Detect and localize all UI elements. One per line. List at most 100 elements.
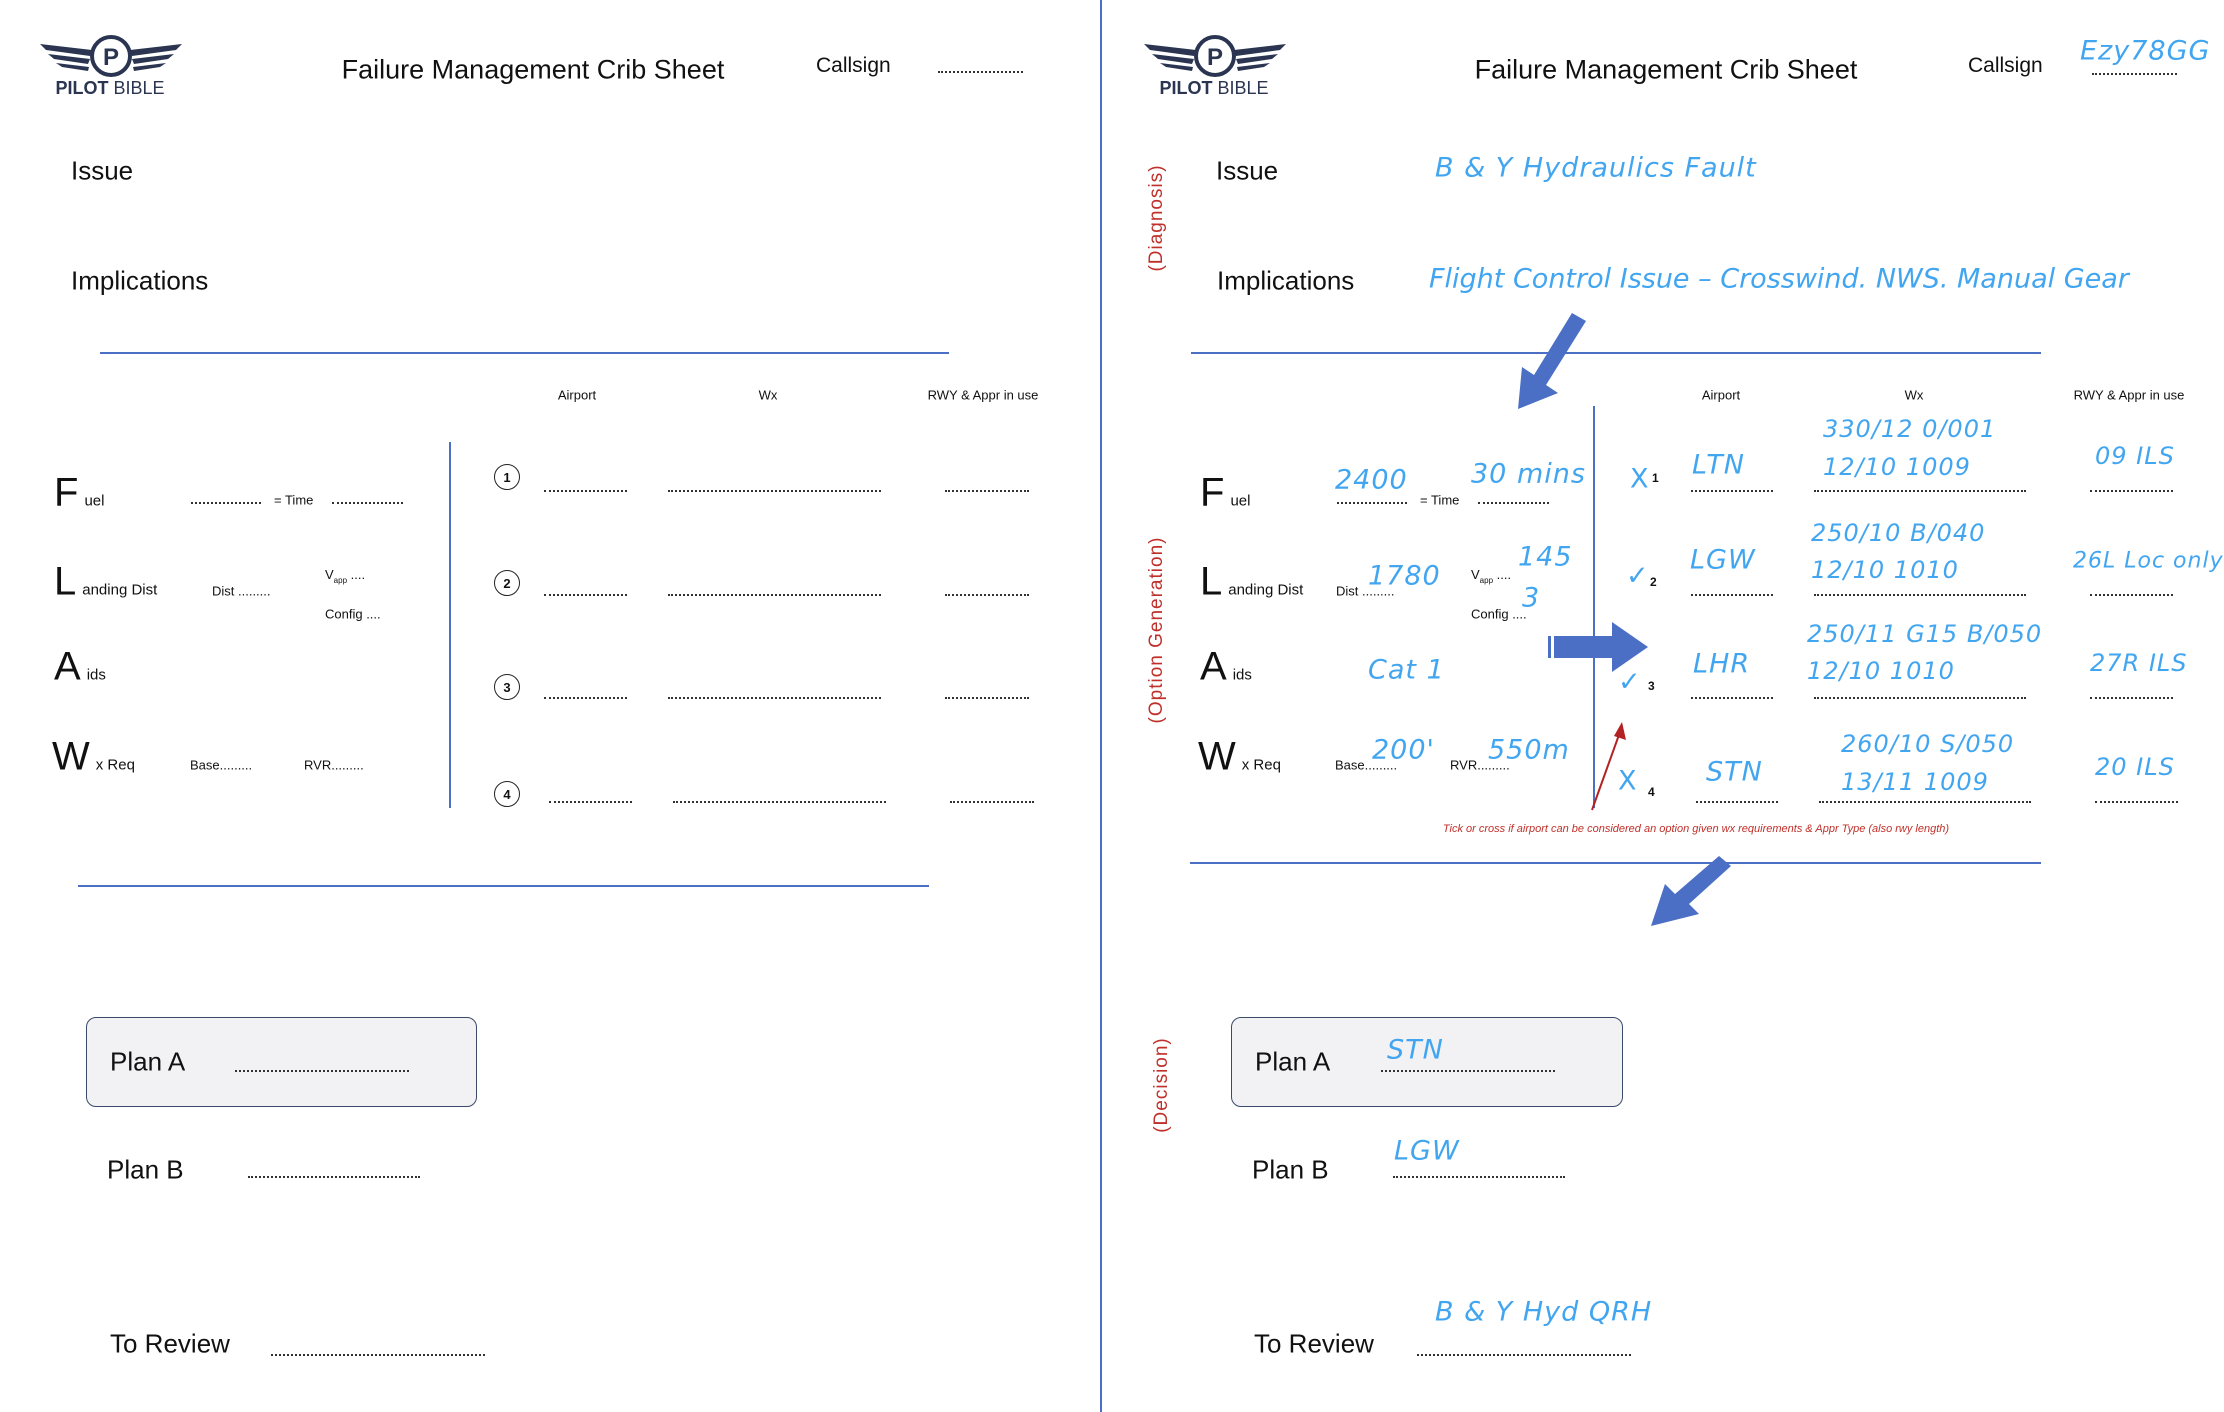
plan-a-field[interactable] [1381, 1070, 1555, 1072]
issue-label: Issue [1216, 155, 1279, 186]
rwy-value: 26L Loc only [2073, 548, 2224, 574]
airport-field[interactable] [544, 490, 627, 492]
rvr-field[interactable]: RVR......... [304, 757, 364, 773]
logo-text: PILOT BIBLE [55, 78, 165, 98]
option-number: 1 [494, 464, 520, 490]
arrow-down-icon [1651, 856, 1731, 926]
column-divider [449, 442, 451, 808]
dist-field[interactable]: Dist ......... [212, 583, 271, 599]
rwy-field[interactable] [2090, 697, 2173, 699]
airport-field[interactable] [1691, 697, 1773, 699]
rwy-field[interactable] [945, 697, 1029, 699]
option-number: 3 [494, 674, 520, 700]
airport-value: STN [1706, 756, 1763, 788]
wx-field[interactable] [1814, 490, 2026, 492]
option-number: 1 [1652, 471, 1659, 485]
config-field[interactable]: Config .... [325, 606, 381, 622]
callsign-value: Ezy78GG [2080, 35, 2211, 67]
airport-field[interactable] [544, 697, 627, 699]
dist-field[interactable]: Dist ......... [1336, 583, 1395, 599]
sheet-title: Failure Management Crib Sheet [341, 54, 725, 85]
rwy-value: 09 ILS [2095, 442, 2175, 470]
plan-b-label: Plan B [107, 1154, 184, 1185]
time-label: = Time [274, 492, 314, 508]
tick-mark: ✓ [1618, 666, 1642, 698]
plan-b-field[interactable] [1393, 1176, 1565, 1178]
annotation-note: Tick or cross if airport can be consider… [1442, 823, 1950, 835]
airport-field[interactable] [1691, 490, 1773, 492]
wx-value-line1: 330/12 0/001 [1823, 415, 1997, 443]
issue-value: B & Y Hydraulics Fault [1435, 152, 1757, 184]
red-pointer-arrow-icon [1591, 722, 1626, 811]
phase-option-generation: (Option Generation) [1146, 536, 1167, 724]
wx-value-line1: 250/11 G15 B/050 [1807, 620, 2043, 648]
plan-a-field[interactable] [235, 1070, 409, 1072]
rwy-header: RWY & Appr in use [927, 387, 1039, 403]
landing-dist-value: 1780 [1368, 560, 1441, 592]
airport-field[interactable] [544, 594, 627, 596]
config-value: 3 [1522, 582, 1541, 614]
vapp-field[interactable]: Vapp .... [325, 567, 366, 585]
to-review-field[interactable] [1417, 1354, 1631, 1356]
rvr-field[interactable]: RVR......... [1450, 757, 1510, 773]
phase-decision: (Decision) [1151, 1037, 1172, 1133]
airport-field[interactable] [1691, 594, 1773, 596]
sheet-title: Failure Management Crib Sheet [1474, 54, 1858, 85]
rwy-field[interactable] [945, 594, 1029, 596]
airport-value: LTN [1692, 449, 1745, 481]
wx-field[interactable] [668, 594, 881, 596]
arrow-right-icon [1548, 622, 1648, 672]
wx-field[interactable] [1819, 801, 2031, 803]
logo-text: PILOT BIBLE [1159, 78, 1269, 98]
aids-value: Cat 1 [1368, 654, 1445, 686]
plan-b-field[interactable] [248, 1176, 420, 1178]
wx-field[interactable] [668, 697, 881, 699]
time-label: = Time [1420, 492, 1460, 508]
callsign-field[interactable] [938, 71, 1023, 73]
wx-value-line1: 260/10 S/050 [1841, 730, 2015, 758]
config-field[interactable]: Config .... [1471, 606, 1527, 622]
time-value: 30 mins [1471, 458, 1586, 490]
rwy-field[interactable] [2090, 490, 2173, 492]
rwy-field[interactable] [2090, 594, 2173, 596]
time-field[interactable] [1478, 502, 1549, 504]
base-field[interactable]: Base......... [190, 757, 253, 773]
base-field[interactable]: Base......... [1335, 757, 1398, 773]
to-review-label: To Review [110, 1328, 230, 1359]
fuel-field[interactable] [1337, 502, 1407, 504]
callsign-field[interactable] [2092, 73, 2177, 75]
wx-field[interactable] [673, 801, 886, 803]
wx-field[interactable] [668, 490, 881, 492]
option-number: 3 [1648, 679, 1655, 693]
implications-value: Flight Control Issue – Crosswind. NWS. M… [1429, 263, 2129, 295]
option-number: 2 [1650, 575, 1657, 589]
section-rule [100, 352, 949, 354]
rwy-field[interactable] [945, 490, 1029, 492]
wx-value-line2: 12/10 1010 [1807, 657, 1955, 685]
implications-label: Implications [1217, 265, 1355, 296]
svg-text:P: P [1207, 44, 1223, 71]
plan-a-box [86, 1017, 477, 1107]
wx-header: Wx [1904, 387, 1924, 403]
arrow-down-icon [1518, 313, 1586, 409]
wx-field[interactable] [1814, 594, 2026, 596]
airport-field[interactable] [549, 801, 632, 803]
wx-value-line1: 250/10 B/040 [1811, 519, 1986, 547]
cross-mark: X [1630, 463, 1650, 495]
column-divider [1593, 406, 1595, 808]
to-review-label: To Review [1254, 1328, 1374, 1359]
option-number: 4 [1648, 785, 1655, 799]
rwy-field[interactable] [950, 801, 1034, 803]
airport-field[interactable] [1696, 801, 1778, 803]
section-rule [1190, 862, 2041, 864]
to-review-field[interactable] [271, 1354, 485, 1356]
page-divider [1100, 0, 1102, 1412]
wx-field[interactable] [1814, 697, 2026, 699]
time-field[interactable] [332, 502, 403, 504]
fuel-field[interactable] [191, 502, 261, 504]
rwy-field[interactable] [2095, 801, 2178, 803]
vapp-field[interactable]: Vapp .... [1471, 567, 1512, 585]
